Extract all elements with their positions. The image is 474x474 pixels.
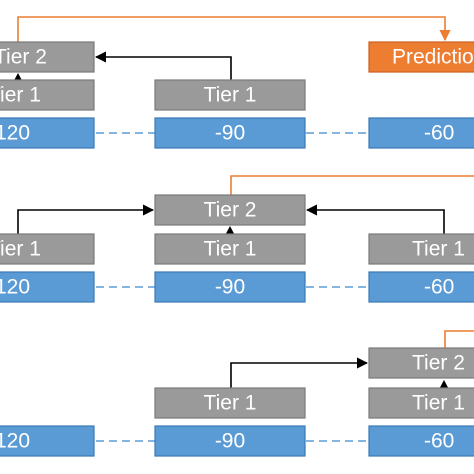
value-box: -120 [0,271,95,303]
tier2-box: Tier 2 [0,41,95,73]
value-label: -120 [0,430,30,453]
tier1-label: Tier 1 [412,392,465,415]
value-box: -90 [154,425,306,457]
prediction-box: Prediction [368,41,474,73]
tier2-box: Tier 2 [154,194,306,226]
tier2-box: Tier 2 [368,347,474,379]
value-box: -90 [154,117,306,149]
value-label: -90 [215,430,245,453]
value-box: -120 [0,425,95,457]
tier1-label: Tier 1 [0,238,41,261]
prediction-connector [17,16,451,42]
prediction-connector [444,330,474,348]
tier1-to-tier2-arrow [17,204,155,234]
value-box: -60 [368,117,474,149]
tier1-to-tier2-arrow [305,204,445,234]
value-box: -60 [368,271,474,303]
tier1-label: Tier 1 [204,392,257,415]
value-label: -60 [424,122,454,145]
tier2-label: Tier 2 [204,199,257,222]
tier1-label: Tier 1 [204,84,257,107]
value-label: -60 [424,430,454,453]
row-2: Tier 1 -120 Tier 2 Tier 1 -90 Tier 1 -60 [0,175,474,303]
value-box: -120 [0,117,95,149]
tier1-box: Tier 1 [154,233,306,265]
tier1-box: Tier 1 [154,387,306,419]
value-label: -120 [0,276,30,299]
row-3: -120 Tier 1 -90 Tier 2 Tier 1 -60 [0,330,474,457]
value-box: -90 [154,271,306,303]
tier1-to-tier2-arrow [94,51,232,80]
tier1-box: Tier 1 [368,387,474,419]
tier1-label: Tier 1 [0,84,41,107]
prediction-label: Prediction [392,46,474,69]
value-box: -60 [368,425,474,457]
tier1-box: Tier 1 [0,233,95,265]
tier1-to-tier2-arrow [230,357,369,388]
value-label: -90 [215,276,245,299]
tier2-label: Tier 2 [412,352,465,375]
row-1: Tier 2 Tier 1 -120 Tier 1 -90 Prediction… [0,16,474,149]
tier1-box: Tier 1 [0,79,95,111]
tier2-label: Tier 2 [0,46,47,69]
value-label: -90 [215,122,245,145]
value-label: -120 [0,122,30,145]
value-label: -60 [424,276,454,299]
tier1-box: Tier 1 [154,79,306,111]
tier1-label: Tier 1 [204,238,257,261]
tier1-label: Tier 1 [412,238,465,261]
tier1-box: Tier 1 [368,233,474,265]
prediction-connector [230,175,474,195]
